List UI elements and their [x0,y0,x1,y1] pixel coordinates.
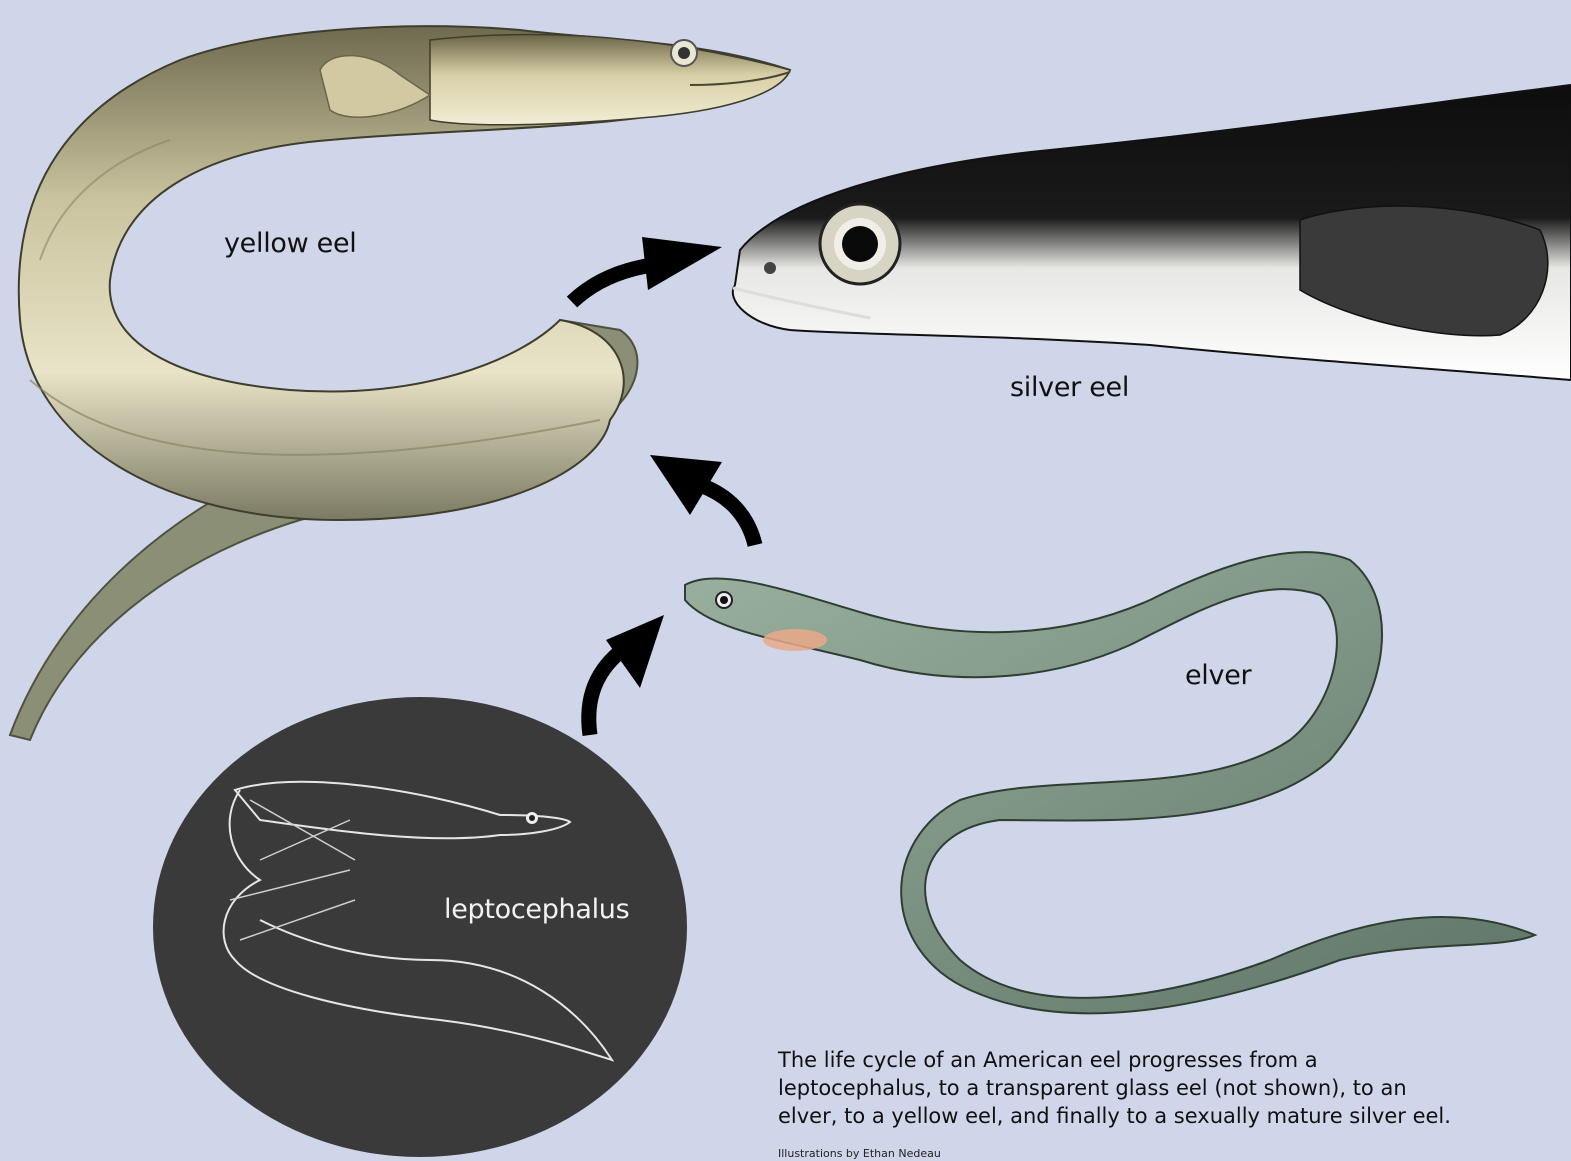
leptocephalus-illustration [153,697,687,1157]
silver-eel-illustration [733,85,1571,380]
elver-label: elver [1185,660,1251,691]
yellow-eel-label: yellow eel [224,228,357,259]
arrow-lepto-to-elver [589,615,664,735]
leptocephalus-label: leptocephalus [444,894,629,925]
arrow-elver-to-yellow [650,455,755,545]
silver-eel-label: silver eel [1010,372,1129,403]
illustration-credit: Illustrations by Ethan Nedeau [778,1147,941,1160]
elver-illustration [685,552,1535,1013]
figure-caption: The life cycle of an American eel progre… [778,1046,1468,1130]
arrow-yellow-to-silver [572,237,722,302]
yellow-eel-illustration [10,26,790,740]
